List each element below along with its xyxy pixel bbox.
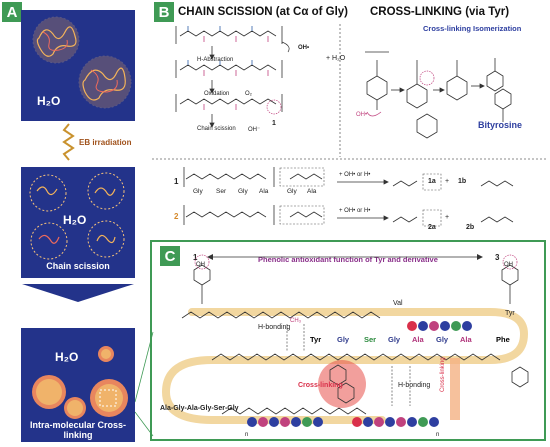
water-label-top: H₂O [37, 94, 61, 108]
panel-b-divider [152, 24, 546, 160]
label-1-structure: 1 [272, 120, 276, 127]
water-label-bottom: H₂O [55, 350, 79, 364]
row1-aa-1: Gly [193, 188, 203, 195]
down-arrow-icon [22, 284, 134, 302]
coil-illustration [32, 16, 132, 109]
seq-label-0: Tyr [310, 335, 322, 344]
reagent-label-1: + OH• or H• [339, 172, 371, 178]
seq-label-4: Ala [412, 335, 424, 344]
double-arrow-icon [207, 254, 483, 260]
bead-chain-top [407, 321, 472, 331]
oh-left: OH [196, 262, 205, 268]
ch3-label: CH₃ [290, 318, 302, 324]
bityrosine-label: Bityrosine [478, 120, 523, 130]
oxidation-label: Oxidation [204, 91, 230, 97]
plus-water-label: + H₂O [326, 55, 346, 62]
seq-label-1: Gly [337, 335, 350, 344]
seq-label-3: Gly [388, 335, 401, 344]
zigzag-arrow-icon [62, 123, 75, 161]
reaction-arrows [337, 173, 514, 227]
h-abstraction-label: H-Abstraction [197, 57, 234, 63]
product-1b: 1b [458, 178, 467, 185]
panel-c-left-number: 1 [193, 253, 198, 262]
oxidation-agent-label: O₂ [245, 91, 252, 97]
row2-number: 2 [174, 212, 179, 221]
row1-aa-5: Gly [287, 188, 297, 195]
reagent-label-2: + OH• or H• [339, 208, 371, 214]
seq-label-2: Ser [364, 335, 377, 344]
val-label: Val [393, 300, 403, 307]
cross-linking-label: Cross-linking [298, 382, 343, 389]
plus-2: + [445, 214, 450, 221]
panel-a-tag: A [2, 2, 22, 22]
seq-label-6: Ala [460, 335, 472, 344]
water-label-mid: H₂O [63, 213, 87, 227]
subscript-n-right: n [436, 432, 440, 438]
product-1a: 1a [428, 178, 436, 185]
oh-radical-label: OH• [298, 45, 310, 51]
cross-linking-vertical-label: Cross-linking [440, 357, 446, 392]
chain-scission-caption: Chain scission [46, 261, 110, 271]
product-2b: 2b [466, 224, 475, 231]
panel-c-right-number: 3 [495, 253, 500, 262]
cross-linking-title: CROSS-LINKING (via Tyr) [370, 6, 510, 18]
seq-label-7: Phe [496, 335, 510, 344]
panel-a-top-box: H₂O [21, 10, 135, 121]
bottom-sequence-label: Ala-Gly-Ala-Gly-Ser-Gly [160, 405, 239, 412]
phenolic-label: Phenolic antioxidant function of Tyr and… [258, 255, 438, 264]
h-bonding-label-2: H-bonding [398, 382, 431, 389]
row1-aa-4: Ala [259, 188, 269, 195]
row1-number: 1 [174, 177, 179, 186]
row1-aa-6: Ala [307, 188, 317, 195]
product-2a: 2a [428, 224, 436, 231]
oh-right: OH [504, 262, 513, 268]
crosslinked-particles-illustration [32, 346, 128, 419]
chain-scission-title: CHAIN SCISSION (at Cα of Gly) [178, 6, 348, 18]
panel-a-bottom-box: H₂O Intra-molecular Cross-linking [21, 328, 135, 442]
eb-irradiation-label: EB irradiation [79, 138, 132, 147]
peptide-chain-diagram [161, 254, 529, 427]
h-bonding-label-1: H-bonding [258, 324, 291, 331]
oh-prime-label: OH• [356, 112, 368, 118]
plus-1: + [445, 178, 450, 185]
oh-minus-label: OH⁻ [248, 127, 261, 133]
tyr-top-label: Tyr [505, 310, 515, 317]
panel-c-tag: C [160, 246, 180, 266]
tyrosine-crosslink-scheme [365, 51, 512, 139]
reaction-rows-backbone [183, 167, 325, 225]
zoom-connector [135, 331, 154, 437]
panel-b-tag: B [154, 2, 174, 22]
fragment-illustration [29, 172, 125, 260]
cross-linking-caption: Intra-molecular Cross-linking [29, 420, 127, 440]
chain-scission-step-label: Chain scission [197, 126, 236, 132]
chain-scission-scheme [175, 26, 290, 128]
bead-chain-bottom [247, 417, 439, 427]
subscript-n-left: n [245, 432, 249, 438]
panel-a-mid-box: H₂O Chain scission [21, 167, 135, 278]
seq-label-5: Gly [436, 335, 449, 344]
row1-aa-2: Ser [216, 188, 227, 195]
row1-aa-3: Gly [238, 188, 248, 195]
isomerization-label: Cross-linking Isomerization [423, 24, 522, 33]
